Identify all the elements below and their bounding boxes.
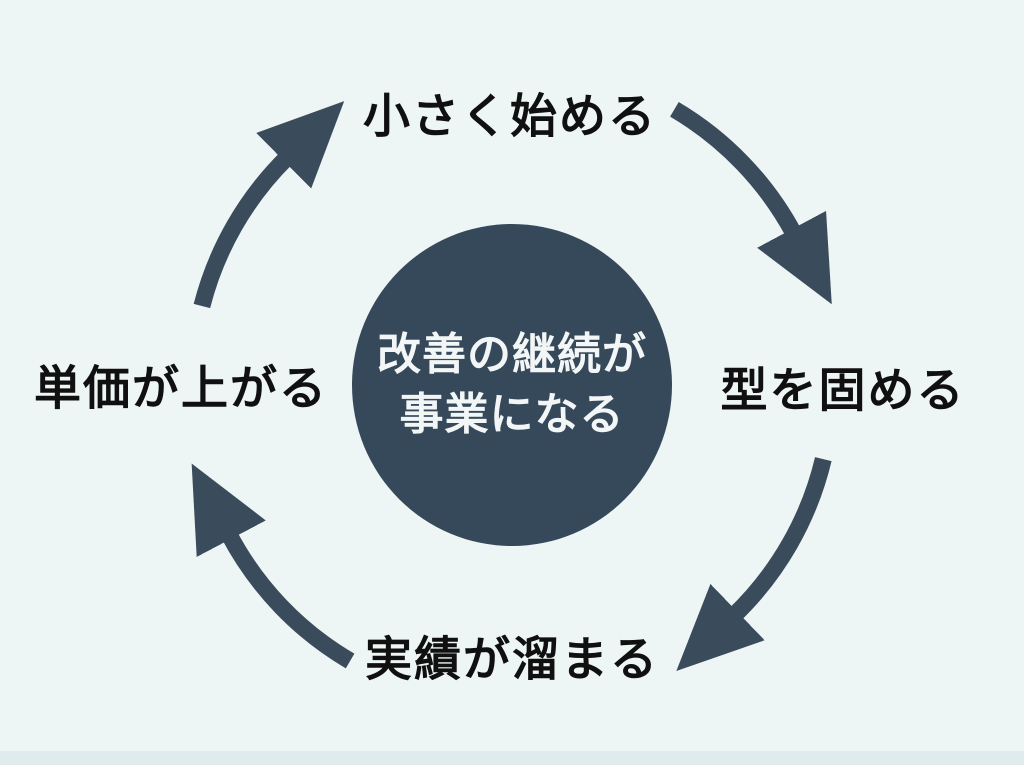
- arrow-left-to-top-icon: [193, 101, 345, 309]
- center-text-line1: 改善の継続が: [377, 330, 647, 380]
- center-text-line2: 事業になる: [399, 390, 625, 439]
- arrow-bottom-to-left-icon: [191, 463, 355, 669]
- step-label-bottom: 実績が溜まる: [365, 632, 659, 686]
- arrow-top-to-right-icon: [670, 101, 832, 305]
- step-label-right: 型を固める: [720, 363, 966, 417]
- center-circle: 改善の継続が 事業になる: [352, 224, 672, 546]
- step-label-top: 小さく始める: [363, 89, 657, 143]
- bottom-edge-shade: [0, 751, 1024, 765]
- arrow-right-to-bottom-icon: [676, 457, 832, 672]
- step-label-left: 単価が上がる: [34, 361, 328, 415]
